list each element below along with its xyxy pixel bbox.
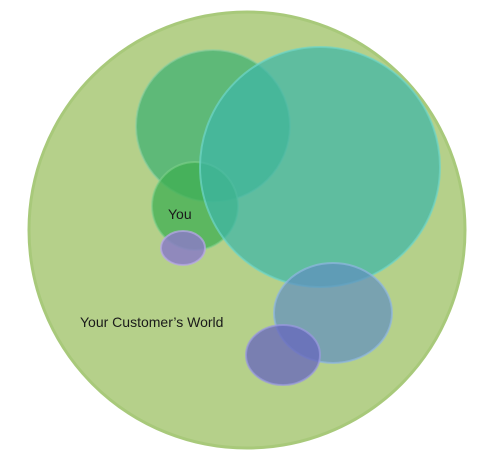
purple-circle [245,324,321,386]
you-label: You [168,206,192,222]
customer-world-label: Your Customer’s World [80,314,223,330]
teal-circle [199,46,441,288]
small-purple-circle [160,230,206,266]
